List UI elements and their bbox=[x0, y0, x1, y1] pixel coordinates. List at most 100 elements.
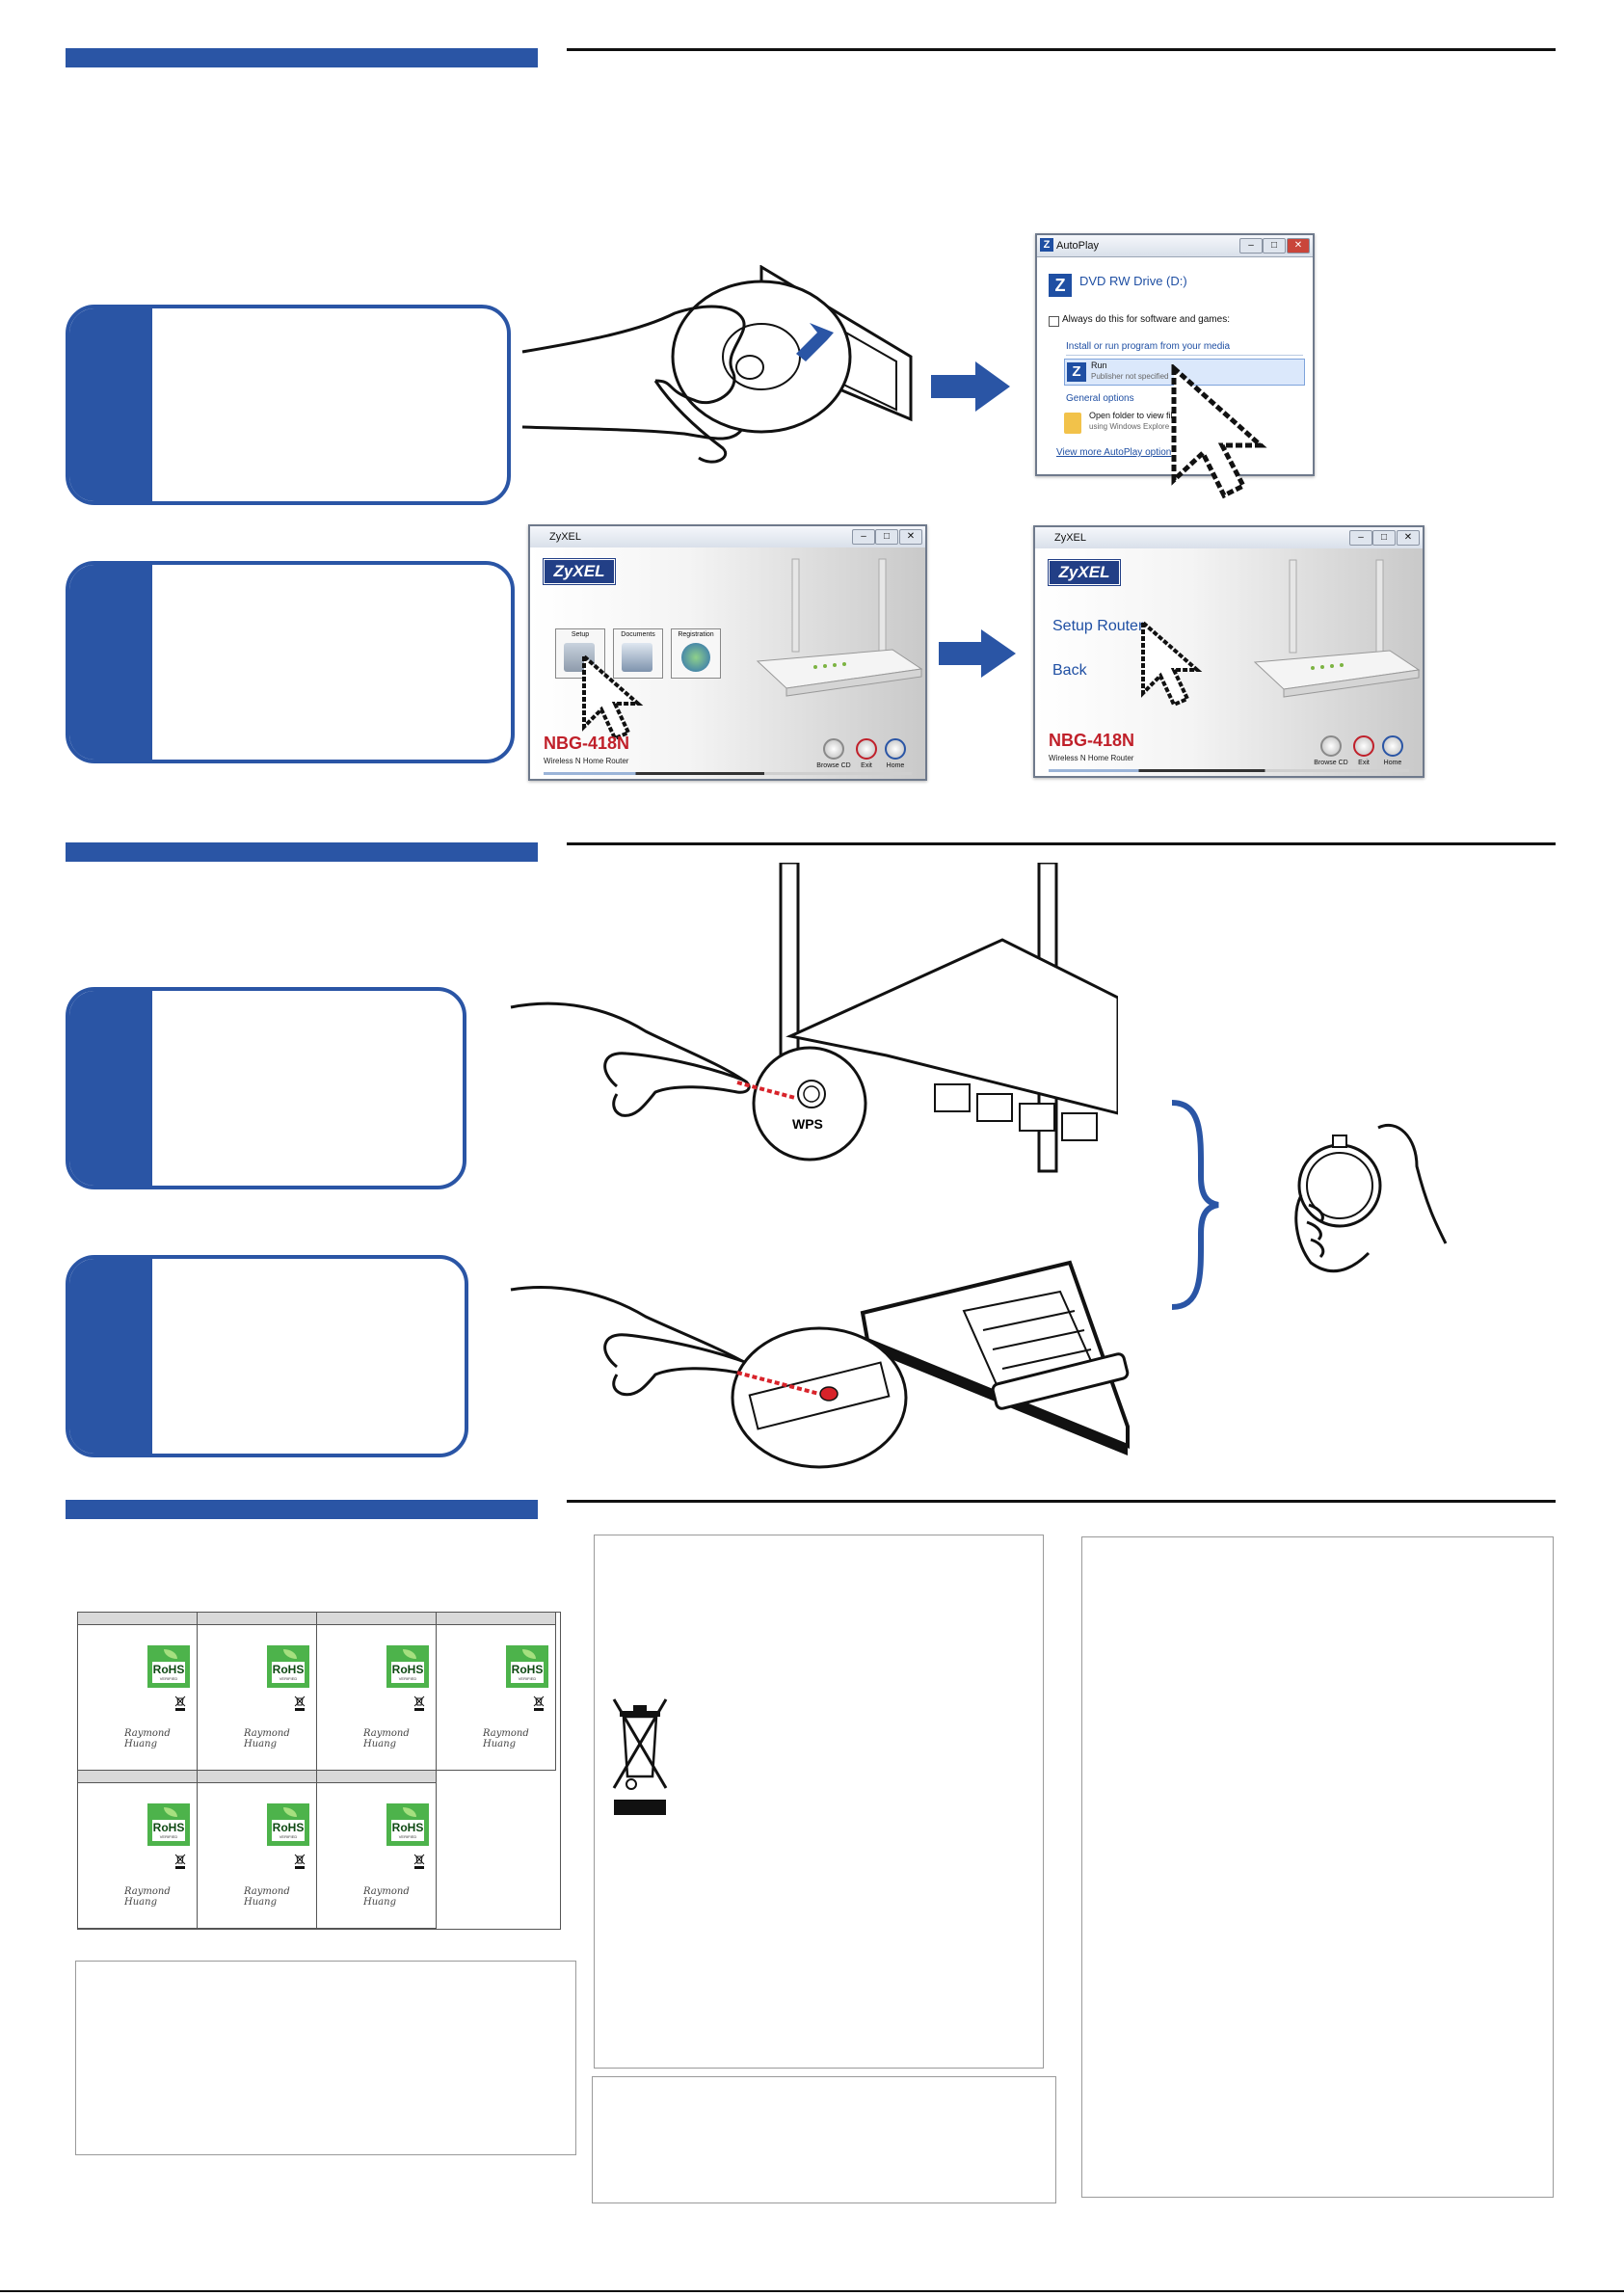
notice-panel-middle bbox=[594, 1535, 1044, 2069]
install-heading: Install or run program from your media bbox=[1066, 341, 1231, 352]
weee-mini-icon bbox=[413, 1854, 425, 1869]
folder-icon bbox=[1064, 413, 1081, 434]
rohs-logo-text: RoHS bbox=[391, 1663, 424, 1676]
weee-mini-icon bbox=[413, 1695, 425, 1711]
installer-window-left: ZyXEL – □ ✕ ZyXEL Setup Documents Regist… bbox=[528, 524, 927, 781]
minimize-button[interactable]: – bbox=[1239, 238, 1263, 254]
installer-right-close[interactable]: ✕ bbox=[1397, 530, 1420, 546]
open-folder-label[interactable]: Open folder to view fil bbox=[1089, 411, 1173, 420]
drive-name: DVD RW Drive (D:) bbox=[1079, 274, 1187, 288]
rohs-logo-text: RoHS bbox=[511, 1663, 544, 1676]
weee-mini-icon bbox=[294, 1854, 306, 1869]
browse-cd-button[interactable] bbox=[823, 738, 844, 760]
home-button-right[interactable] bbox=[1382, 735, 1403, 757]
registration-button-label: Registration bbox=[678, 631, 714, 638]
exit-label-right: Exit bbox=[1358, 760, 1370, 766]
setup-router-link[interactable]: Setup Router bbox=[1052, 618, 1144, 634]
exit-button[interactable] bbox=[856, 738, 877, 760]
rohs-cell-header bbox=[317, 1771, 436, 1783]
installer-left-cursor-icon bbox=[582, 654, 644, 741]
section-2-rule bbox=[567, 842, 1556, 845]
exit-label: Exit bbox=[861, 762, 872, 769]
general-heading: General options bbox=[1066, 393, 1134, 404]
home-label-right: Home bbox=[1383, 760, 1402, 766]
run-icon: Z bbox=[1067, 362, 1086, 382]
notice-panel-left bbox=[75, 1961, 576, 2155]
rohs-leaf-icon bbox=[164, 1649, 177, 1659]
page-bottom-rule bbox=[0, 2290, 1624, 2292]
notice-panel-middle-bottom bbox=[592, 2076, 1056, 2203]
next-arrow-1 bbox=[931, 361, 1010, 412]
rohs-cell-header bbox=[198, 1613, 316, 1625]
model-subtitle: Wireless N Home Router bbox=[544, 757, 629, 765]
exit-button-right[interactable] bbox=[1353, 735, 1374, 757]
documents-button[interactable]: Documents bbox=[613, 628, 663, 679]
rohs-logo-text: RoHS bbox=[391, 1821, 424, 1834]
mouse-cursor-icon bbox=[1171, 364, 1267, 499]
back-link[interactable]: Back bbox=[1052, 662, 1087, 679]
rohs-cell-header bbox=[78, 1771, 197, 1783]
signature: Raymond Huang bbox=[244, 1728, 290, 1749]
autoplay-titlebar: Z AutoPlay – □ ✕ bbox=[1037, 235, 1313, 257]
section-2-bar bbox=[66, 842, 538, 862]
documents-icon bbox=[622, 643, 652, 672]
rohs-logo-text: RoHS bbox=[272, 1821, 305, 1834]
installer-right-progress-strip bbox=[1049, 769, 1409, 772]
rohs-leaf-icon bbox=[164, 1807, 177, 1817]
installer-right-minimize[interactable]: – bbox=[1349, 530, 1372, 546]
installer-right-title: ZyXEL bbox=[1054, 532, 1087, 544]
rohs-verified-text: VERIFIED bbox=[279, 1676, 298, 1681]
step-box-3 bbox=[66, 987, 466, 1189]
installer-right-maximize[interactable]: □ bbox=[1372, 530, 1396, 546]
installer-left-title: ZyXEL bbox=[549, 531, 582, 543]
installer-right-cursor-icon bbox=[1141, 620, 1203, 707]
rohs-cell-header bbox=[198, 1771, 316, 1783]
installer-left-close[interactable]: ✕ bbox=[899, 529, 922, 545]
signature: Raymond Huang bbox=[363, 1728, 410, 1749]
rohs-verified-text: VERIFIED bbox=[159, 1834, 178, 1839]
installer-left-maximize[interactable]: □ bbox=[875, 529, 898, 545]
zyxel-z-icon: Z bbox=[1040, 238, 1053, 252]
installer-right-titlebar: ZyXEL – □ ✕ bbox=[1035, 527, 1423, 549]
rohs-cell-header bbox=[437, 1613, 555, 1625]
signature: Raymond Huang bbox=[124, 1886, 171, 1908]
browse-cd-button-right[interactable] bbox=[1320, 735, 1342, 757]
setup-button-label: Setup bbox=[571, 631, 590, 638]
browse-cd-label: Browse CD bbox=[816, 762, 851, 769]
always-checkbox-label: Always do this for software and games: bbox=[1062, 314, 1230, 325]
browse-cd-label-right: Browse CD bbox=[1314, 760, 1348, 766]
more-autoplay-link[interactable]: View more AutoPlay option bbox=[1056, 447, 1172, 458]
rohs-leaf-icon bbox=[283, 1649, 297, 1659]
home-button[interactable] bbox=[885, 738, 906, 760]
router-image-right bbox=[1253, 559, 1421, 698]
rohs-verified-text: VERIFIED bbox=[398, 1676, 417, 1681]
installer-left-minimize[interactable]: – bbox=[852, 529, 875, 545]
signature: Raymond Huang bbox=[483, 1728, 529, 1749]
step-box-4 bbox=[66, 1255, 468, 1457]
weee-mini-icon bbox=[294, 1695, 306, 1711]
laptop-dongle-illustration bbox=[510, 1260, 1130, 1469]
weee-mini-icon bbox=[174, 1854, 186, 1869]
close-button[interactable]: ✕ bbox=[1287, 238, 1310, 254]
notice-panel-right bbox=[1081, 1536, 1554, 2198]
install-heading-rule bbox=[1066, 355, 1303, 356]
rohs-leaf-icon bbox=[522, 1649, 536, 1659]
step-box-2 bbox=[66, 561, 515, 763]
router-wps-illustration: WPS bbox=[510, 863, 1118, 1173]
always-checkbox[interactable] bbox=[1049, 316, 1059, 327]
rohs-verified-text: VERIFIED bbox=[159, 1676, 178, 1681]
rohs-logo-text: RoHS bbox=[152, 1821, 185, 1834]
registration-button[interactable]: Registration bbox=[671, 628, 721, 679]
step-tab-4 bbox=[69, 1259, 152, 1454]
step-box-1 bbox=[66, 305, 511, 505]
maximize-button[interactable]: □ bbox=[1263, 238, 1286, 254]
model-name: NBG-418N bbox=[544, 734, 630, 753]
